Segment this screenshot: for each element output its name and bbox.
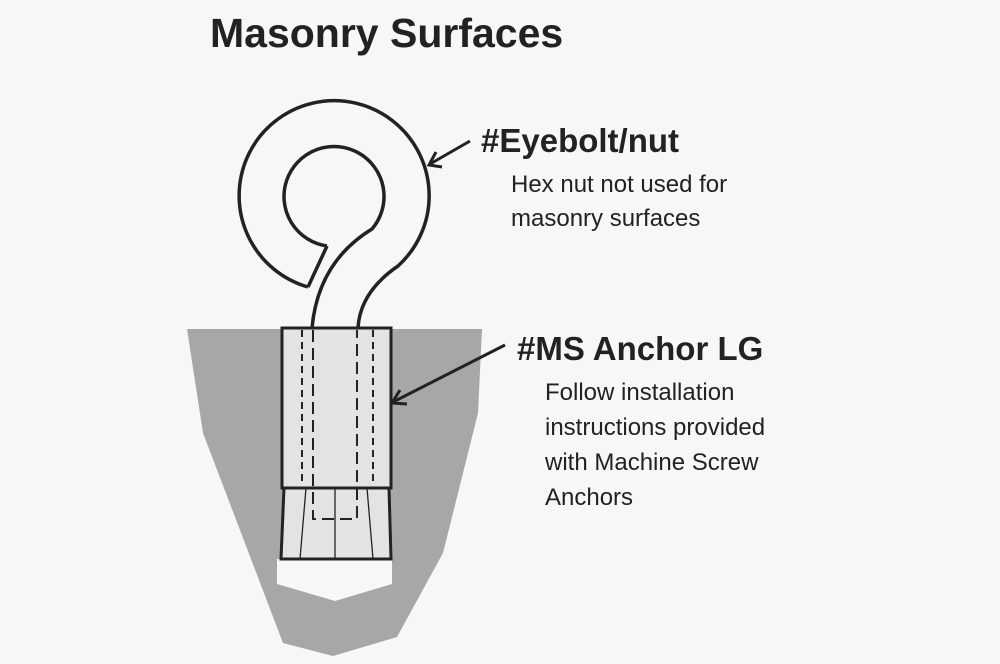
- anchor-description-line: instructions provided: [545, 414, 766, 441]
- eyebolt-arrow: [426, 139, 471, 169]
- anchor-description-line: Follow installation: [545, 379, 735, 406]
- eyebolt-description-line: Hex nut not used for: [511, 171, 728, 198]
- anchor-label: #MS Anchor LG: [517, 330, 764, 367]
- anchor-description-line: Anchors: [545, 484, 634, 511]
- eyebolt-description: Hex nut not used for masonry surfaces: [511, 168, 727, 236]
- anchor-description: Follow installation instructions provide…: [545, 375, 765, 515]
- eyebolt-description-line: masonry surfaces: [511, 205, 701, 232]
- diagram-title: Masonry Surfaces: [210, 10, 564, 56]
- drill-hole: [277, 559, 392, 601]
- eyebolt-label: #Eyebolt/nut: [481, 122, 680, 159]
- eyebolt: [237, 98, 431, 329]
- anchor-sleeve: [279, 326, 393, 561]
- anchor-description-line: with Machine Screw: [545, 449, 759, 476]
- anchor-arrow: [389, 343, 506, 406]
